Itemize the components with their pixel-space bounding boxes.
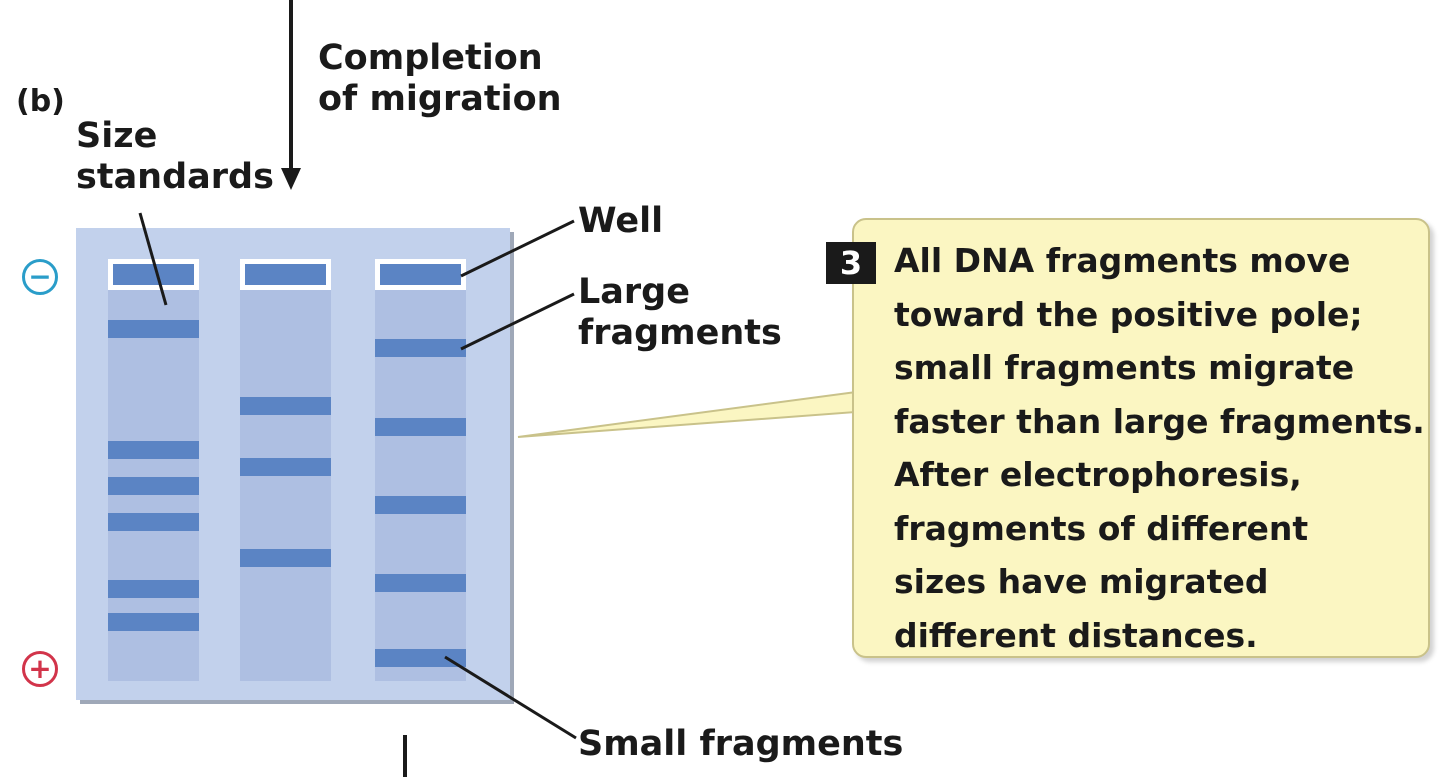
large-fragments-leader [460, 292, 575, 351]
positive-pole-icon: + [22, 651, 58, 687]
panel-label: (b) [16, 84, 65, 119]
sample-lane-3 [375, 259, 466, 681]
band [375, 418, 466, 436]
band [108, 580, 199, 598]
band [375, 496, 466, 514]
band [375, 574, 466, 592]
band [240, 397, 331, 415]
step-number-badge: 3 [826, 242, 876, 284]
small-fragments-label: Small fragments [578, 724, 904, 764]
band [108, 441, 199, 459]
well-band-lane-1 [113, 264, 194, 285]
callout-text: All DNA fragments move toward the positi… [894, 241, 1425, 655]
callout-box: 3 All DNA fragments move toward the posi… [826, 218, 1430, 658]
well-band-lane-2 [245, 264, 326, 285]
negative-pole-icon: − [22, 259, 58, 295]
migration-arrowhead [281, 168, 301, 190]
band [375, 339, 466, 357]
band [240, 549, 331, 567]
band [108, 613, 199, 631]
band [108, 477, 199, 495]
size-standards-label: Size standards [76, 116, 274, 197]
well-band-lane-3 [380, 264, 461, 285]
large-fragments-label: Large fragments [578, 272, 782, 353]
well-label: Well [578, 201, 664, 241]
callout-pointer [517, 390, 857, 438]
well-leader [460, 219, 575, 278]
band [108, 513, 199, 531]
small-fragments-leader [444, 655, 577, 740]
band [108, 320, 199, 338]
band [240, 458, 331, 476]
size-standards-leader [138, 212, 168, 306]
band [375, 649, 466, 667]
migration-label: Completion of migration [318, 38, 562, 119]
